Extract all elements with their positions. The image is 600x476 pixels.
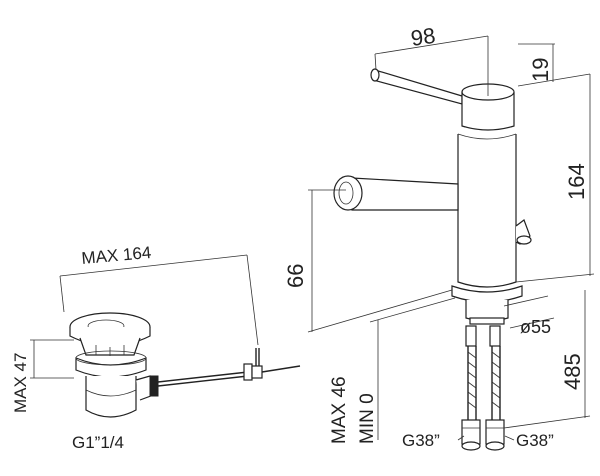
dim-485: 485 <box>503 290 591 429</box>
dim-max47: MAX 47 <box>11 339 74 413</box>
dim-66-label: 66 <box>283 264 308 288</box>
pop-up-drain <box>69 312 301 418</box>
dim-164-label: 164 <box>564 163 589 200</box>
dim-19-label: 19 <box>528 58 553 82</box>
dim-max164-label: MAX 164 <box>81 243 152 268</box>
dim-max47-label: MAX 47 <box>11 353 30 413</box>
dim-19: 19 <box>517 43 591 87</box>
dim-66: 66 <box>283 189 453 333</box>
dim-98-label: 98 <box>409 23 437 51</box>
dim-max164: MAX 164 <box>59 243 259 346</box>
dim-164: 164 <box>515 74 595 283</box>
dim-98: 98 <box>374 23 489 96</box>
thread-g38-right-label: G38” <box>516 431 554 450</box>
dim-55: ø55 <box>503 295 555 337</box>
thread-g1-label: G1”1/4 <box>72 433 124 452</box>
thread-g38-left-label: G38” <box>402 431 440 450</box>
dim-max46-label: MAX 46 <box>329 376 350 444</box>
dim-55-label: ø55 <box>520 317 551 337</box>
dim-min0-label: MIN 0 <box>357 393 378 444</box>
dim-max46-min0: MAX 46 MIN 0 <box>329 297 456 444</box>
dim-485-label: 485 <box>560 353 585 390</box>
faucet <box>333 68 532 451</box>
